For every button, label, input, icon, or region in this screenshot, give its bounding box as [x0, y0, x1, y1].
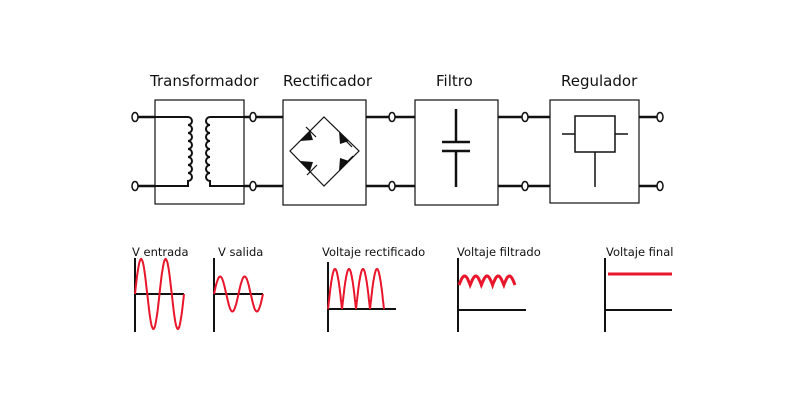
wave-voltaje-rectificado [327, 267, 385, 310]
terminal [521, 111, 529, 123]
wave-v-salida [213, 275, 264, 313]
terminal [131, 180, 139, 192]
terminal [131, 111, 139, 123]
terminal [656, 180, 664, 192]
block-label-regulador: Regulador [561, 72, 638, 90]
terminal [249, 111, 257, 123]
wave-label-voltaje-rectificado: Voltaje rectificado [322, 245, 426, 259]
wave-label-voltaje-final: Voltaje final [606, 245, 674, 259]
block-transformador [154, 99, 245, 205]
diode-bridge-icon [289, 116, 360, 187]
signal-traces [134, 257, 672, 331]
wave-label-v-entrada: V entrada [132, 245, 189, 259]
capacitor-icon [442, 109, 470, 187]
terminal [249, 180, 257, 192]
regulator-ic-icon [562, 115, 628, 187]
wires [138, 115, 657, 188]
block-label-transformador: Transformador [150, 72, 259, 90]
terminals [131, 111, 664, 192]
terminal [521, 180, 529, 192]
wave-v-entrada [134, 257, 185, 331]
waveform-axes [134, 258, 672, 332]
block-filtro [414, 99, 499, 206]
block-regulador [549, 99, 640, 204]
terminal [388, 180, 396, 192]
block-label-filtro: Filtro [436, 72, 473, 90]
terminal [656, 111, 664, 123]
wave-label-v-salida: V salida [218, 245, 264, 259]
wave-label-voltaje-filtrado: Voltaje filtrado [457, 245, 541, 259]
transformer-coil-icon [155, 116, 244, 187]
wave-voltaje-filtrado [457, 274, 517, 290]
block-label-rectificador: Rectificador [283, 72, 373, 90]
block-rectificador [282, 99, 367, 206]
terminal [388, 111, 396, 123]
